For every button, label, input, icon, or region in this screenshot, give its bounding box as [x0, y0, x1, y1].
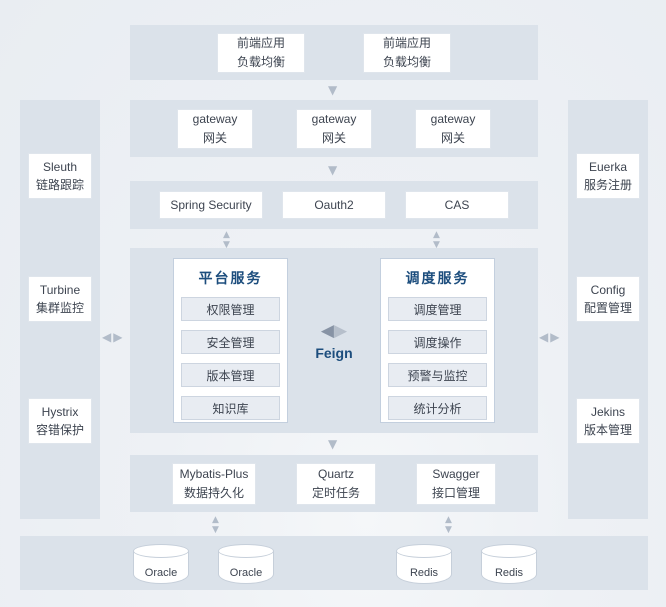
mybatis-sublabel: 数据持久化: [183, 485, 244, 500]
cylinder-top-icon: [481, 544, 537, 558]
down-arrow-icon: ▼: [328, 437, 338, 451]
up-down-arrow-icon: ▲▼: [223, 230, 230, 250]
gateway-sublabel: 网关: [202, 130, 227, 145]
swagger-box: Swagger 接口管理: [416, 462, 496, 505]
spring-security-box: Spring Security: [159, 191, 263, 219]
jenkins-sublabel: 版本管理: [583, 423, 632, 437]
config-box: Config 配置管理: [576, 276, 640, 322]
spring-security-label: Spring Security: [170, 197, 252, 212]
platform-item-knowledge: 知识库: [181, 396, 280, 420]
gateway-label: gateway: [311, 111, 357, 126]
core-band: 平台服务 权限管理 安全管理 版本管理 知识库 ◀▶ Feign 调度服务 调度…: [130, 248, 538, 433]
sleuth-sublabel: 链路跟踪: [35, 178, 84, 192]
quartz-box: Quartz 定时任务: [296, 462, 376, 505]
turbine-sublabel: 集群监控: [35, 301, 84, 315]
oauth2-box: Oauth2: [282, 191, 386, 219]
feign-label: Feign: [315, 345, 353, 361]
redis-db-1: Redis: [396, 544, 452, 584]
sleuth-box: Sleuth 链路跟踪: [28, 153, 92, 199]
left-right-arrow-icon: ◀▶: [102, 330, 123, 344]
cylinder-top-icon: [218, 544, 274, 558]
left-right-arrow-icon: ◀▶: [539, 330, 560, 344]
up-down-arrow-icon: ▲▼: [445, 515, 452, 535]
eureka-label: Euerka: [588, 160, 628, 174]
platform-item-security: 安全管理: [181, 330, 280, 354]
hystrix-label: Hystrix: [41, 405, 79, 419]
oracle-label: Oracle: [144, 567, 178, 579]
turbine-label: Turbine: [39, 283, 81, 297]
schedule-item-manage: 调度管理: [388, 297, 487, 321]
up-down-arrow-icon: ▲▼: [212, 515, 219, 535]
frontend-lb-label: 前端应用: [382, 35, 431, 50]
quartz-label: Quartz: [317, 466, 354, 481]
oracle-label: Oracle: [229, 567, 263, 579]
eureka-sublabel: 服务注册: [583, 178, 632, 192]
turbine-box: Turbine 集群监控: [28, 276, 92, 322]
platform-item-permission: 权限管理: [181, 297, 280, 321]
frontend-lb-sublabel: 负载均衡: [382, 54, 431, 69]
schedule-panel-title: 调度服务: [405, 270, 470, 286]
frontend-band: 前端应用 负载均衡 前端应用 负载均衡: [130, 25, 538, 80]
platform-panel: 平台服务 权限管理 安全管理 版本管理 知识库: [173, 258, 288, 423]
redis-db-2: Redis: [481, 544, 537, 584]
gateway-sublabel: 网关: [321, 130, 346, 145]
redis-label: Redis: [494, 567, 524, 579]
feign-left-arrow-icon: ◀: [320, 321, 334, 340]
auth-band: Spring Security Oauth2 CAS: [130, 181, 538, 229]
platform-item-version: 版本管理: [181, 363, 280, 387]
quartz-sublabel: 定时任务: [311, 485, 360, 500]
left-sidebar-band: Sleuth 链路跟踪 Turbine 集群监控 Hystrix 容错保护: [20, 100, 100, 519]
cylinder-top-icon: [396, 544, 452, 558]
gateway-label: gateway: [192, 111, 238, 126]
feign-arrows: ◀▶: [288, 322, 380, 339]
schedule-item-operate: 调度操作: [388, 330, 487, 354]
gateway-label: gateway: [430, 111, 476, 126]
cylinder-top-icon: [133, 544, 189, 558]
gateway-box-3: gateway 网关: [415, 108, 491, 149]
right-sidebar-band: Euerka 服务注册 Config 配置管理 Jekins 版本管理: [568, 100, 648, 519]
config-label: Config: [590, 283, 626, 297]
database-band: Oracle Oracle Redis Redis: [20, 536, 648, 590]
schedule-item-stats: 统计分析: [388, 396, 487, 420]
cas-box: CAS: [405, 191, 509, 219]
oracle-db-2: Oracle: [218, 544, 274, 584]
config-sublabel: 配置管理: [583, 301, 632, 315]
feign-right-arrow-icon: ▶: [334, 321, 348, 340]
eureka-box: Euerka 服务注册: [576, 153, 640, 199]
down-arrow-icon: ▼: [328, 83, 338, 97]
frontend-lb-box-1: 前端应用 负载均衡: [217, 32, 305, 73]
frontend-lb-label: 前端应用: [236, 35, 285, 50]
jenkins-box: Jekins 版本管理: [576, 398, 640, 444]
gateway-sublabel: 网关: [440, 130, 465, 145]
middleware-band: Mybatis-Plus 数据持久化 Quartz 定时任务 Swagger 接…: [130, 455, 538, 512]
mybatis-box: Mybatis-Plus 数据持久化: [172, 462, 256, 505]
gateway-box-1: gateway 网关: [177, 108, 253, 149]
down-arrow-icon: ▼: [328, 163, 338, 177]
cas-label: CAS: [444, 197, 470, 212]
schedule-item-alert: 预警与监控: [388, 363, 487, 387]
frontend-lb-sublabel: 负载均衡: [236, 54, 285, 69]
redis-label: Redis: [409, 567, 439, 579]
gateway-box-2: gateway 网关: [296, 108, 372, 149]
hystrix-sublabel: 容错保护: [35, 423, 84, 437]
up-down-arrow-icon: ▲▼: [433, 230, 440, 250]
jenkins-label: Jekins: [590, 405, 625, 419]
mybatis-label: Mybatis-Plus: [179, 466, 249, 481]
swagger-label: Swagger: [432, 466, 480, 481]
frontend-lb-box-2: 前端应用 负载均衡: [363, 32, 451, 73]
platform-panel-title: 平台服务: [198, 270, 263, 286]
schedule-panel: 调度服务 调度管理 调度操作 预警与监控 统计分析: [380, 258, 495, 423]
sleuth-label: Sleuth: [42, 160, 78, 174]
swagger-sublabel: 接口管理: [431, 485, 480, 500]
oracle-db-1: Oracle: [133, 544, 189, 584]
hystrix-box: Hystrix 容错保护: [28, 398, 92, 444]
gateway-band: gateway 网关 gateway 网关 gateway 网关: [130, 100, 538, 157]
feign-connector: ◀▶ Feign: [288, 322, 380, 361]
oauth2-label: Oauth2: [314, 197, 354, 212]
